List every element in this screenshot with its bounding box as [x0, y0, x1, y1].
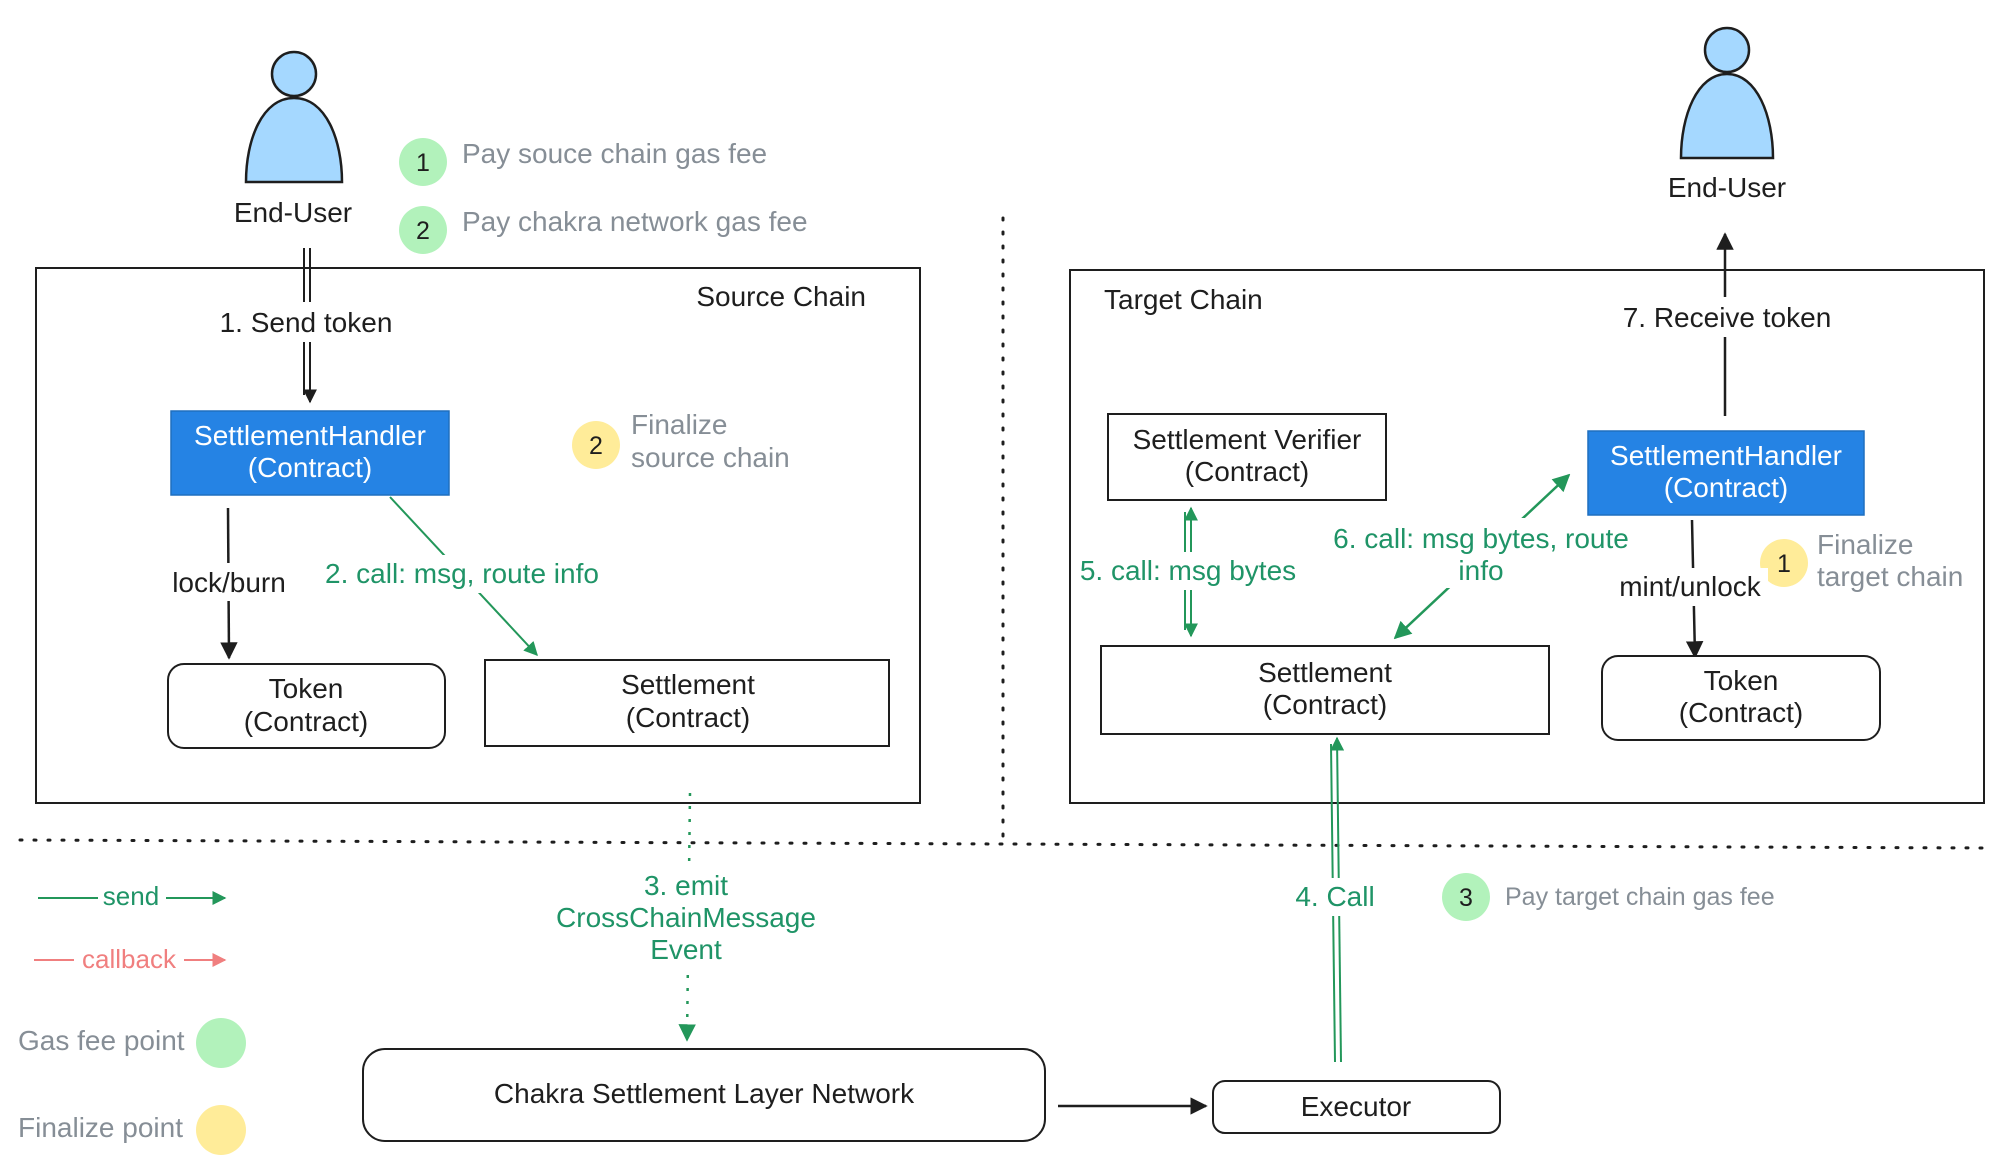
gas-note-2-text: Pay chakra network gas fee [462, 206, 808, 237]
legend-gas-fee-label: Gas fee point [18, 1025, 185, 1056]
call4-label-bg [1282, 878, 1392, 916]
target-settlement-line2: (Contract) [1263, 689, 1387, 720]
settlement-verifier-contract [1107, 413, 1387, 501]
verifier-line2: (Contract) [1185, 456, 1309, 487]
source-settlement-line1: Settlement [621, 669, 755, 700]
call5-label: 5. call: msg bytes [1080, 555, 1296, 586]
source-chain-box [35, 267, 921, 804]
call4-label: 4. Call [1295, 881, 1374, 912]
finalize-source-line2: source chain [631, 442, 790, 473]
target-token-contract [1601, 655, 1881, 741]
source-handler-line1: SettlementHandler [194, 420, 426, 451]
executor-box [1212, 1080, 1501, 1134]
source-handler-line2: (Contract) [248, 452, 372, 483]
horizontal-divider [18, 838, 1987, 850]
finalize-target-number: 1 [1777, 550, 1791, 578]
source-settlement-contract [484, 659, 890, 747]
send-token-label-bg [214, 302, 394, 342]
finalize-point-target [1760, 539, 1808, 587]
finalize-source-number: 2 [589, 432, 603, 460]
emit-line3: Event [650, 934, 722, 965]
source-token-line1: Token [269, 673, 344, 704]
gas-fee-point-3 [1442, 873, 1490, 921]
source-token-contract [167, 663, 446, 749]
legend-callback-label: callback [82, 944, 177, 974]
call6-line2: info [1458, 555, 1503, 586]
target-handler-line1: SettlementHandler [1610, 440, 1842, 471]
legend-finalize-label: Finalize point [18, 1112, 183, 1143]
emit-event-arrow [678, 792, 696, 1042]
mint-unlock-label-bg [1612, 568, 1768, 606]
legend-send-label-bg [98, 878, 166, 914]
call6-label-bg [1325, 518, 1637, 588]
emit-line1: 3. emit [644, 870, 728, 901]
target-token-line2: (Contract) [1679, 697, 1803, 728]
target-token-line1: Token [1704, 665, 1779, 696]
target-chain-box [1069, 269, 1985, 804]
gas-fee-point-2 [399, 206, 447, 254]
finalize-point-source [572, 421, 620, 469]
gas-note-1-text: Pay souce chain gas fee [462, 138, 767, 169]
source-settlement-line2: (Contract) [626, 702, 750, 733]
legend-callback-label-bg [74, 940, 184, 976]
gas-fee-point-1-number: 1 [416, 149, 430, 177]
gas-note-3-text: Pay target chain gas fee [1505, 883, 1775, 911]
verifier-line1: Settlement Verifier [1133, 424, 1362, 455]
call6-line1: 6. call: msg bytes, route [1333, 523, 1629, 554]
source-user-label: End-User [234, 197, 352, 228]
lock-burn-label: lock/burn [172, 567, 286, 598]
target-handler-line2: (Contract) [1664, 472, 1788, 503]
chakra-network-label: Chakra Settlement Layer Network [494, 1078, 915, 1109]
finalize-source-line1: Finalize [631, 409, 727, 440]
source-settlement-handler [170, 410, 450, 496]
finalize-target-line1: Finalize [1817, 529, 1913, 560]
emit-event-label-bg [552, 868, 824, 972]
legend-gas-fee-swatch [196, 1018, 246, 1068]
source-chain-title: Source Chain [696, 281, 866, 312]
source-token-line2: (Contract) [244, 706, 368, 737]
target-settlement-contract [1100, 645, 1550, 735]
target-settlement-line1: Settlement [1258, 657, 1392, 688]
target-chain-title: Target Chain [1104, 284, 1263, 315]
target-user-icon [1679, 26, 1775, 160]
source-user-icon [244, 50, 344, 184]
gas-fee-point-3-number: 3 [1459, 884, 1473, 912]
legend-finalize-swatch [196, 1105, 246, 1155]
call-msg-route-label: 2. call: msg, route info [325, 558, 599, 589]
chakra-network-box [362, 1048, 1046, 1142]
gas-fee-point-2-number: 2 [416, 217, 430, 245]
finalize-target-line2: target chain [1817, 561, 1963, 592]
send-token-label: 1. Send token [220, 307, 393, 338]
receive-token-label-bg [1610, 297, 1844, 337]
mint-unlock-label: mint/unlock [1619, 571, 1762, 602]
target-settlement-handler [1587, 430, 1865, 516]
legend-send-label: send [103, 881, 159, 911]
lock-burn-label-bg [166, 563, 292, 601]
call5-label-bg [1075, 552, 1300, 590]
call-msg-route-label-bg [320, 555, 610, 593]
emit-line2: CrossChainMessage [556, 902, 816, 933]
target-user-label: End-User [1668, 172, 1786, 203]
receive-token-label: 7. Receive token [1623, 302, 1832, 333]
gas-fee-point-1 [399, 138, 447, 186]
executor-label: Executor [1301, 1091, 1412, 1122]
